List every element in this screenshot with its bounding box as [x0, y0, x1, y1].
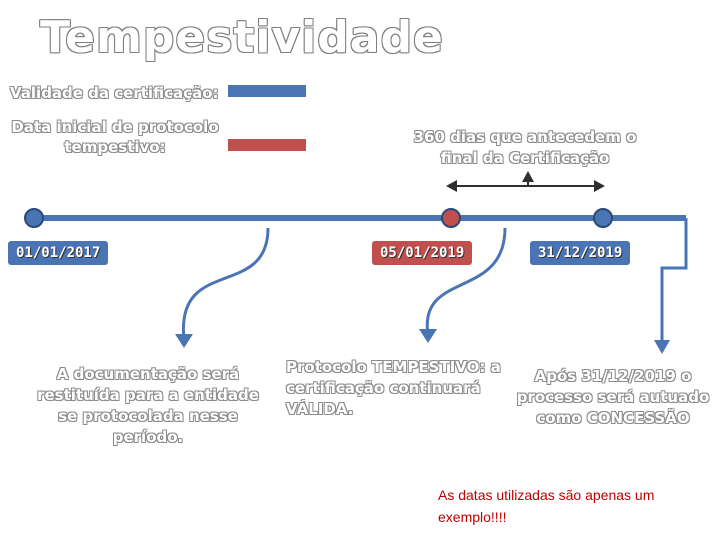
- window-arrow-left-head: [446, 180, 457, 192]
- node-protocol: [441, 208, 461, 228]
- date-end: 31/12/2019: [530, 241, 631, 265]
- legend-protocol-label: Data inicial de protocolo tempestivo:: [11, 118, 219, 156]
- date-start: 01/01/2017: [8, 241, 109, 265]
- arrow-after-end-head: [654, 340, 670, 354]
- node-end: [593, 208, 613, 228]
- caption-after-end: Após 31/12/2019 o processo será autuado …: [516, 367, 710, 427]
- legend-validity-label: Validade da certificação:: [10, 84, 219, 102]
- window-label: 360 dias que antecedem o final da Certif…: [413, 128, 637, 167]
- node-start: [24, 208, 44, 228]
- arrow-tempestive-head: [419, 329, 437, 343]
- arrow-after-end: [660, 218, 688, 345]
- example-note: As datas utilizadas são apenas um exempl…: [438, 487, 655, 525]
- caption-restituted: A documentação será restituída para a en…: [37, 365, 259, 446]
- arrow-restituted-head: [175, 334, 193, 348]
- window-arrow-right-head: [594, 180, 605, 192]
- page-title: Tempestividade: [40, 12, 444, 63]
- window-arrow-stem-head: [522, 171, 534, 182]
- date-protocol: 05/01/2019: [372, 241, 473, 265]
- legend-validity-swatch: [228, 85, 306, 97]
- legend-protocol-swatch: [228, 139, 306, 151]
- arrow-tempestive: [425, 227, 507, 336]
- caption-tempestive: Protocolo TEMPESTIVO: a certificação con…: [286, 358, 501, 418]
- arrow-restituted: [181, 227, 270, 341]
